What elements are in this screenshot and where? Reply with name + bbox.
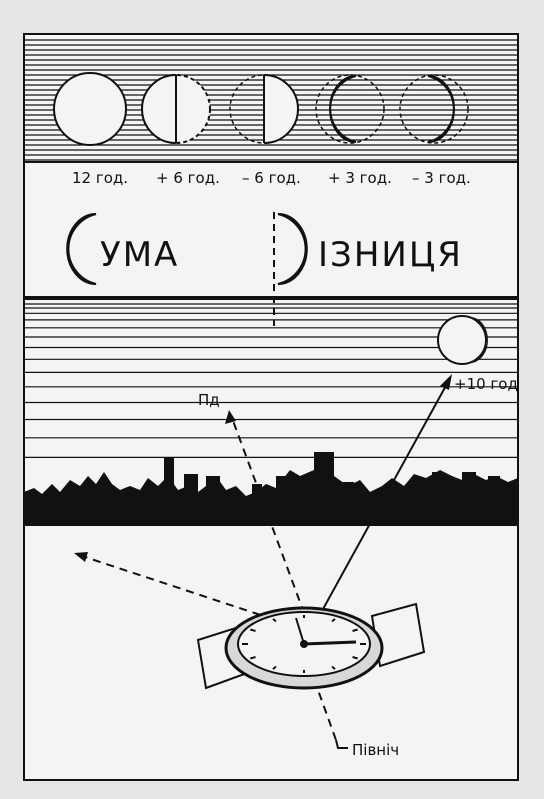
sum-word-group: УМА — [66, 213, 179, 285]
watch-tick — [331, 618, 336, 623]
phase-label-plus6: + 6 год. — [156, 169, 220, 187]
south-direction-line — [231, 417, 315, 641]
bisector-arrowhead-icon — [74, 552, 88, 562]
phase-label-minus6: – 6 год. — [242, 169, 301, 187]
moon-half-left-icon — [229, 74, 299, 144]
diff-word-group: ІЗНИЦЯ — [273, 212, 463, 326]
moon-gibbous-icon — [437, 315, 487, 365]
south-arrowhead-icon — [225, 410, 236, 424]
watch-tick — [352, 656, 358, 660]
north-label: Північ — [352, 741, 399, 759]
phase-label-plus3: + 3 год. — [328, 169, 392, 187]
moon-half-right-icon — [141, 74, 211, 144]
phase-label-full: 12 год. — [72, 169, 128, 187]
watch-tick — [272, 618, 277, 623]
watch-tick — [331, 665, 336, 670]
moon-crescent-right-icon — [399, 74, 469, 144]
hour-hand — [303, 640, 357, 646]
phase-label-minus3: – 3 год. — [412, 169, 471, 187]
minute-hand — [295, 617, 305, 645]
moon-arrowhead-icon — [440, 374, 452, 390]
moon-full-icon — [53, 72, 127, 146]
bisector-line — [81, 555, 301, 629]
watch-tick — [250, 656, 256, 660]
watch-tick — [272, 665, 277, 670]
watch-tick — [352, 628, 358, 632]
north-label-tick — [335, 739, 348, 749]
crescent-c-icon — [66, 213, 97, 285]
moon-direction-line — [305, 381, 449, 641]
sum-word: УМА — [100, 235, 179, 275]
south-label: Пд — [198, 391, 220, 409]
phase-panel — [24, 39, 518, 163]
moon-hour-label: +10 год — [454, 375, 518, 393]
watch-tick — [250, 628, 256, 632]
diff-word: ІЗНИЦЯ — [318, 235, 463, 275]
wristwatch-icon — [196, 602, 426, 690]
moon-crescent-left-icon — [315, 74, 385, 144]
crescent-r-icon — [277, 213, 308, 285]
